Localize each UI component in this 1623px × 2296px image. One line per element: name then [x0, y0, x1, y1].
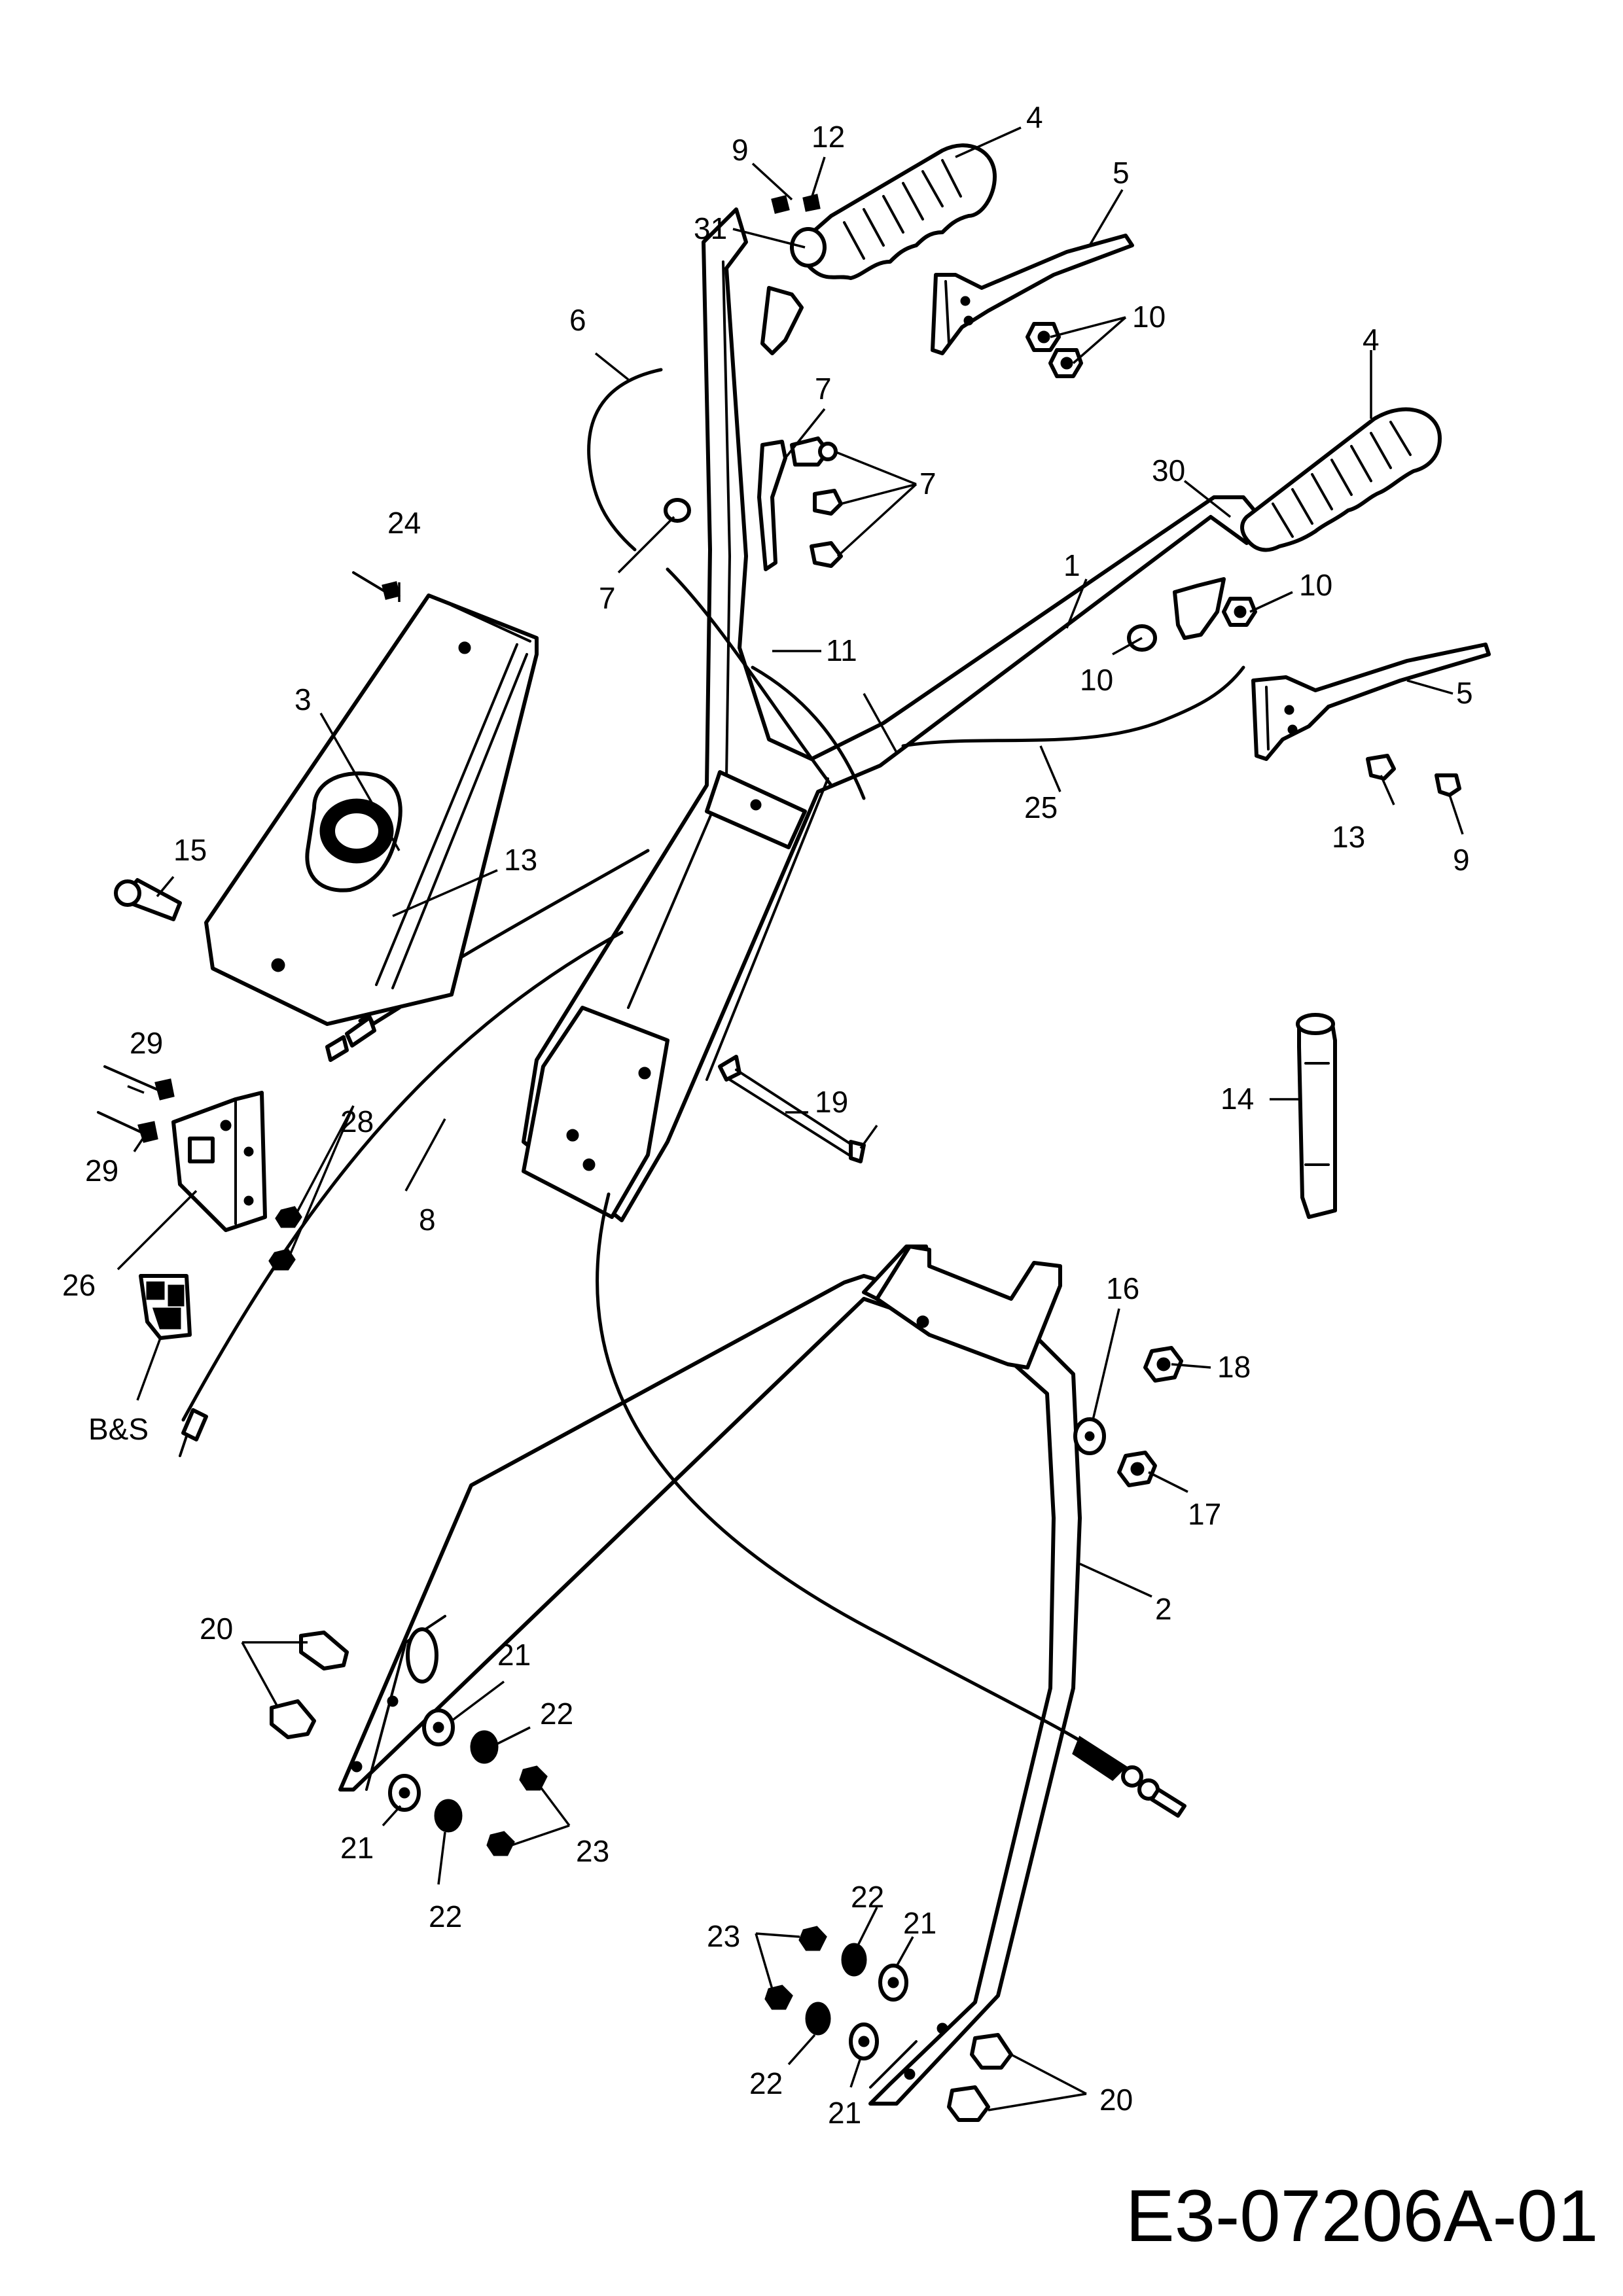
label-21-left-bottom: 21 — [340, 1831, 374, 1865]
label-28: 28 — [340, 1104, 374, 1139]
cable-end-lower — [1072, 1735, 1186, 1818]
callout-labels: 9 12 31 4 5 10 4 30 10 10 5 6 7 7 7 1 11… — [62, 100, 1473, 2130]
label-5-top: 5 — [1113, 156, 1130, 190]
label-16: 16 — [1106, 1271, 1139, 1305]
label-22-left-top: 22 — [540, 1697, 573, 1731]
label-29-top: 29 — [130, 1026, 163, 1060]
label-10-mid: 10 — [1080, 663, 1113, 697]
label-17: 17 — [1188, 1497, 1221, 1531]
grip-left — [790, 143, 997, 280]
label-1: 1 — [1063, 548, 1080, 582]
label-15: 15 — [173, 833, 207, 867]
label-21-right-top: 21 — [903, 1906, 936, 1940]
label-3: 3 — [294, 682, 312, 716]
label-4-top: 4 — [1026, 100, 1043, 134]
b-and-s-part — [139, 1274, 192, 1340]
label-19: 19 — [815, 1085, 848, 1119]
label-14: 14 — [1221, 1082, 1254, 1116]
label-31: 31 — [694, 211, 727, 245]
label-9-top: 9 — [732, 133, 749, 167]
label-22-left-bottom: 22 — [429, 1899, 462, 1934]
label-22-right-top: 22 — [851, 1880, 884, 1914]
upper-handle — [522, 207, 1262, 1222]
label-10-top: 10 — [1132, 300, 1166, 334]
label-23-right: 23 — [707, 1919, 740, 1953]
label-9-right: 9 — [1453, 843, 1470, 877]
label-21-left-top: 21 — [497, 1638, 531, 1672]
label-5-right: 5 — [1456, 676, 1473, 710]
label-18: 18 — [1217, 1350, 1251, 1384]
label-20-left: 20 — [200, 1612, 233, 1646]
cover-panel — [204, 593, 539, 1026]
bracket-26 — [171, 1091, 267, 1232]
label-13-right: 13 — [1332, 820, 1365, 854]
label-29-bottom: 29 — [85, 1154, 118, 1188]
label-26: 26 — [62, 1268, 96, 1302]
label-24: 24 — [387, 506, 421, 540]
label-20-right: 20 — [1099, 2083, 1133, 2117]
label-22-right-bottom: 22 — [749, 2066, 783, 2100]
drawing-code: E3-07206A-01 — [1126, 2175, 1598, 2257]
lever-left — [931, 234, 1134, 355]
lever-right — [1251, 643, 1491, 761]
label-b-and-s: B&S — [88, 1412, 149, 1446]
lever-bracket-left — [760, 286, 804, 355]
label-6: 6 — [569, 303, 586, 337]
label-23-left: 23 — [576, 1834, 609, 1868]
lower-handle — [338, 1245, 1082, 2106]
label-7-left: 7 — [599, 581, 616, 615]
label-13-top: 12 — [812, 120, 845, 154]
label-12: 13 — [504, 843, 537, 877]
grip-right — [1240, 407, 1442, 552]
label-2: 2 — [1155, 1592, 1172, 1626]
label-10-right: 10 — [1299, 568, 1332, 602]
lever-bracket-right — [1173, 577, 1226, 640]
hardware — [97, 194, 1461, 2122]
label-7-right: 7 — [919, 467, 936, 501]
label-8: 8 — [419, 1203, 436, 1237]
leader-lines — [116, 126, 1464, 2111]
label-30: 30 — [1152, 453, 1185, 487]
label-4-right: 4 — [1363, 323, 1380, 357]
label-21-right-bottom: 21 — [828, 2096, 861, 2130]
label-7-top: 7 — [815, 372, 832, 406]
label-11: 11 — [826, 633, 857, 667]
label-25: 25 — [1024, 790, 1058, 824]
